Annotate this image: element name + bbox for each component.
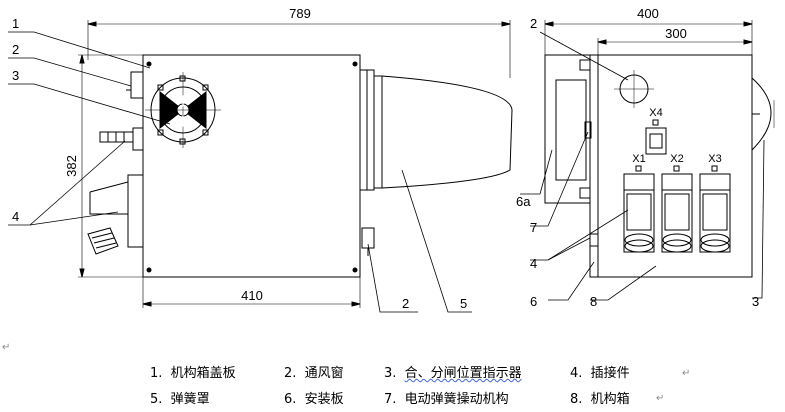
- spring-mechanism-element: [584, 121, 592, 139]
- socket-label-x1: X1: [632, 153, 645, 165]
- indicator-char-top: 甲: [177, 94, 189, 108]
- socket-x4: [645, 119, 667, 155]
- ventilation-window-left: [130, 71, 144, 99]
- dim-side-overall-width: 400: [637, 6, 659, 21]
- legend-item-7: 7. 电动弹簧操动机构: [384, 392, 509, 407]
- socket-label-x4: X4: [649, 107, 662, 119]
- legend-item-1: 1. 机构箱盖板: [150, 366, 236, 381]
- socket-x2: [661, 165, 693, 253]
- side-view: [520, 20, 775, 301]
- callout-side-3: 3: [752, 294, 759, 309]
- callout-5: 5: [460, 296, 467, 311]
- legend-item-8: 8. 机构箱: [570, 392, 630, 407]
- socket-label-x2: X2: [670, 153, 683, 165]
- socket-label-x3: X3: [708, 153, 721, 165]
- dim-height: 382: [64, 155, 79, 177]
- callout-side-4: 4: [530, 256, 537, 271]
- side-labels: 400 300 2 6a 7 4 6 8 3 X4 X1 X2 X3: [516, 6, 759, 309]
- dim-overall-width: 789: [289, 6, 311, 21]
- front-labels: 789 410 382 1 2 3 4 2 5 甲 由: [12, 6, 467, 311]
- callout-6a: 6a: [516, 194, 531, 209]
- legend-item-2: 2. 通风窗: [284, 366, 344, 381]
- callout-4: 4: [12, 209, 19, 224]
- cable-gland: [87, 227, 119, 255]
- callout-7: 7: [530, 220, 537, 235]
- legend-item-5: 5. 弹簧罩: [150, 392, 210, 407]
- indicator-char-bottom: 由: [177, 115, 189, 129]
- plug-connector-upper: [99, 131, 134, 143]
- socket-x3: [699, 165, 731, 253]
- cover-screws: [146, 61, 358, 273]
- front-view: [8, 20, 513, 313]
- side-leaders: [520, 31, 765, 301]
- callout-side-2: 2: [530, 16, 537, 31]
- legend-item-3: 3. 合、分闸位置指示器: [384, 366, 522, 381]
- dim-box-width: 410: [241, 288, 263, 303]
- dim-side-box-width: 300: [665, 26, 687, 41]
- mounting-plate: [589, 54, 599, 278]
- callout-2b: 2: [402, 296, 409, 311]
- paragraph-mark-icon: ↵: [656, 393, 665, 404]
- position-indicator-side: [751, 77, 775, 151]
- spring-cover: [359, 69, 513, 191]
- front-leaders: [8, 31, 472, 313]
- callout-3: 3: [12, 68, 19, 83]
- callout-8: 8: [590, 294, 597, 309]
- paragraph-mark-icon: ↵: [2, 342, 11, 353]
- legend-item-6: 6. 安装板: [284, 392, 344, 407]
- callout-1: 1: [12, 16, 19, 31]
- callout-2: 2: [12, 42, 19, 57]
- position-indicator: [145, 72, 221, 148]
- plug-connector-lower: [127, 174, 144, 248]
- socket-x1: [623, 165, 655, 253]
- paragraph-mark-icon: ↵: [682, 368, 691, 379]
- legend-item-4: 4. 插接件: [570, 366, 630, 381]
- callout-6: 6: [530, 294, 537, 309]
